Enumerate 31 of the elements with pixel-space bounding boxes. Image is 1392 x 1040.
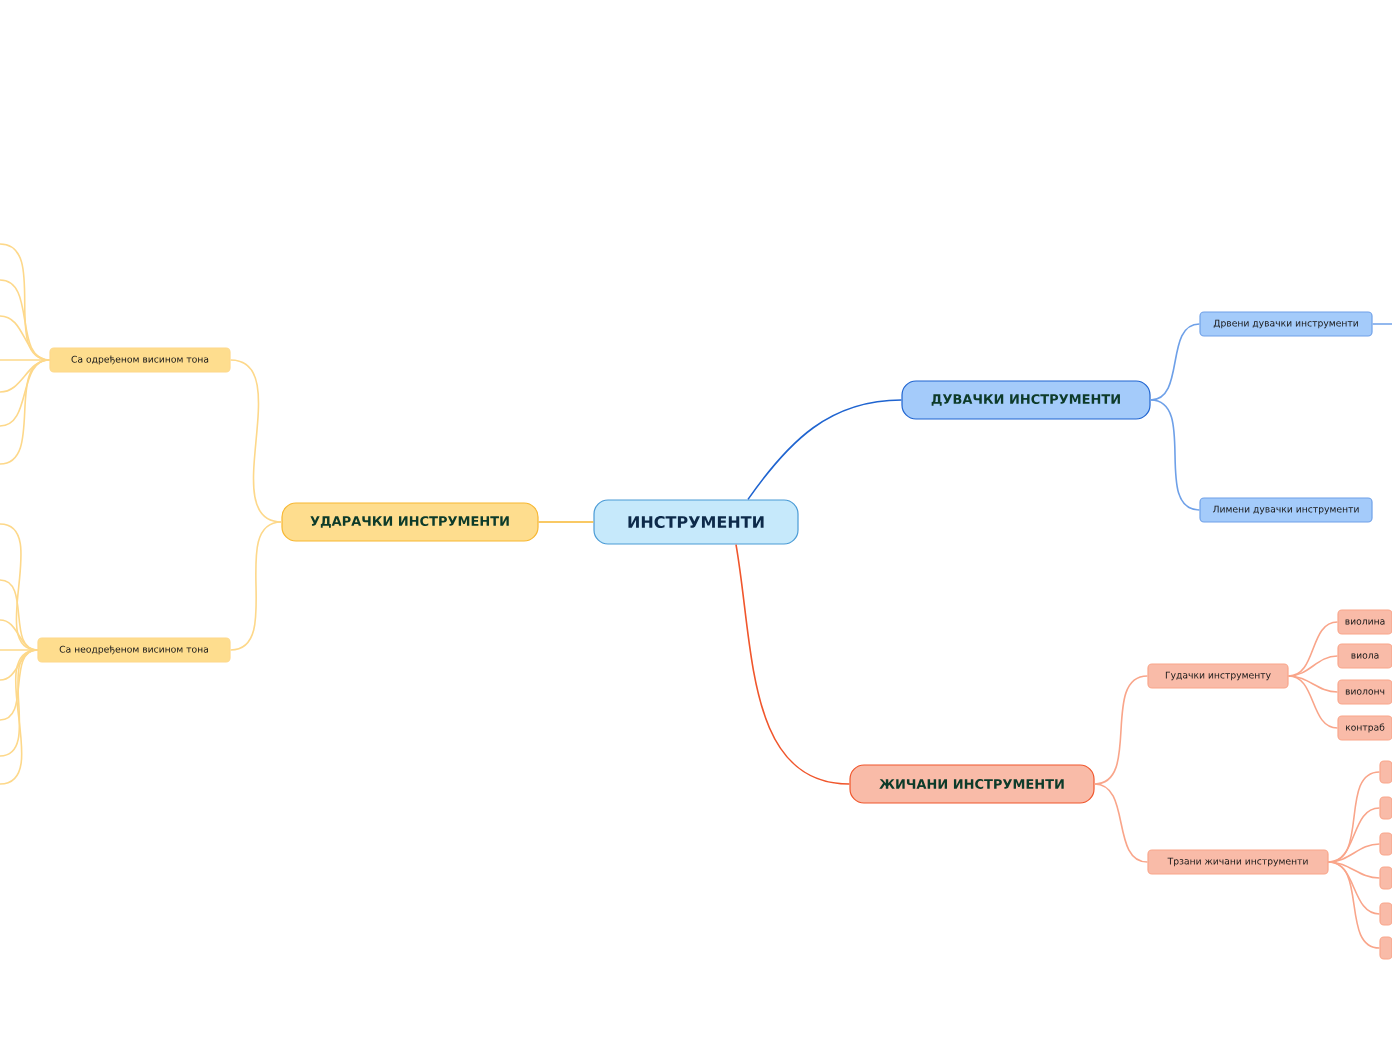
- branch-line: [229, 359, 283, 523]
- branch-line: [0, 649, 39, 785]
- branch-line: [1093, 675, 1149, 785]
- branch-line: [735, 543, 851, 785]
- branch-line: [0, 315, 51, 361]
- branch-line: [0, 649, 39, 721]
- branch-line: [0, 649, 39, 651]
- branch-line: [0, 359, 51, 361]
- leaf-box: [1379, 760, 1392, 784]
- branch-line: [1149, 323, 1201, 401]
- branch-line: [1287, 655, 1339, 677]
- branch-line: [1149, 399, 1201, 511]
- leaf-box: [1379, 902, 1392, 926]
- leaf-box: [1379, 796, 1392, 820]
- branch-line: [1287, 675, 1339, 693]
- leaf-box: [1379, 936, 1392, 960]
- branch-line: [747, 399, 903, 501]
- branch-line: [1287, 675, 1339, 729]
- central-topic-box: ИНСТРУМЕНТИ: [593, 499, 799, 545]
- branch-line: [1287, 621, 1339, 677]
- branch-line: [537, 521, 595, 523]
- branch-line: [1327, 807, 1381, 863]
- branch-line: [0, 619, 39, 651]
- branch-line: [0, 359, 51, 465]
- branch-line: [1093, 783, 1149, 863]
- branch-line: [1371, 323, 1392, 325]
- branch-line: [229, 521, 283, 651]
- branch-line: [1327, 843, 1381, 863]
- leaf-box: [1379, 832, 1392, 856]
- branch-line: [1327, 861, 1381, 949]
- leaf-box: [1379, 866, 1392, 890]
